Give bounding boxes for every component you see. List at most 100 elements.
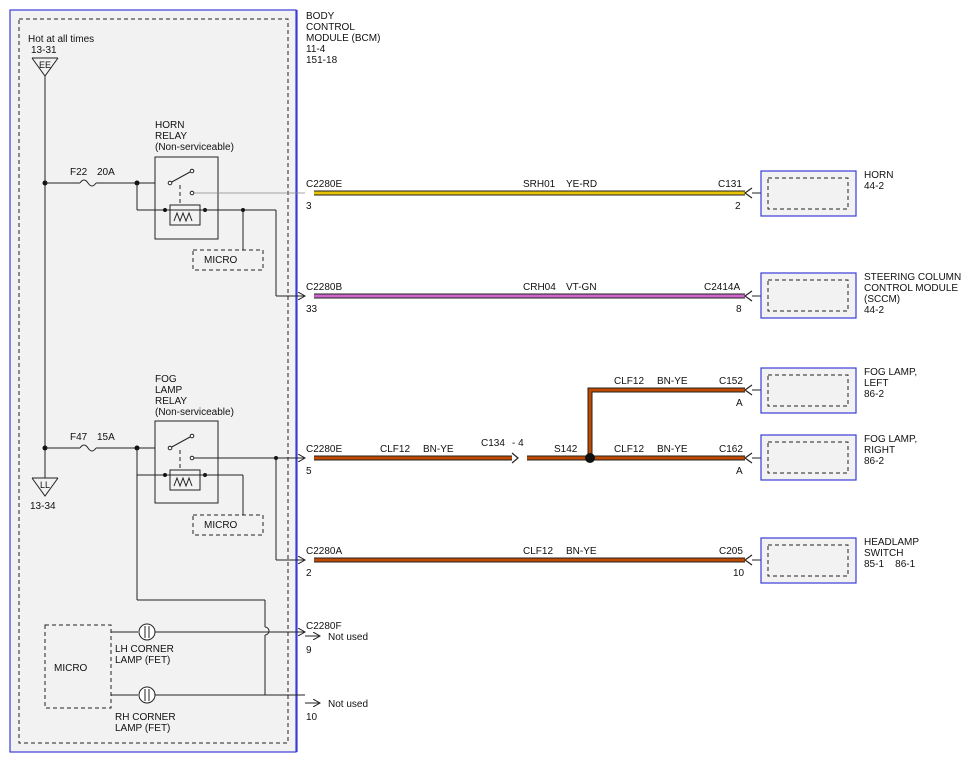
pin-label: 10 (733, 568, 745, 579)
component-label: (SCCM) (864, 294, 900, 305)
lamp-label: LAMP (FET) (115, 655, 170, 666)
component-ref: 44-2 (864, 181, 884, 192)
not-used-pins: C2280F 9 Not used Not used 10 (305, 621, 368, 723)
pin-label: 5 (306, 466, 312, 477)
component-label: FOG LAMP, (864, 367, 917, 378)
wire-sccm: C2280B 33 CRH04 VT-GN C2414A 8 (306, 282, 745, 315)
rh-corner-lamp-icon (138, 686, 156, 704)
hot-label: Hot at all times (28, 34, 94, 45)
ee-label: EE (39, 60, 51, 70)
wire-color-label: BN-YE (657, 376, 688, 387)
ll-label: LL (40, 480, 50, 490)
circuit-label: CLF12 (523, 546, 553, 557)
connector-label: C134 (481, 438, 505, 449)
component-label: HORN (864, 170, 893, 181)
pin-label: 3 (306, 201, 312, 212)
wire-color-label: BN-YE (657, 444, 688, 455)
connector-label: C131 (718, 179, 742, 190)
fuse-rating: 15A (97, 432, 115, 443)
component-label: STEERING COLUMN (864, 272, 961, 283)
connector-label: C2280E (306, 444, 342, 455)
relay-label: HORN (155, 120, 184, 131)
micro-label: MICRO (54, 663, 88, 674)
component-ref: 86-2 (864, 389, 884, 400)
connector-label: C2280E (306, 179, 342, 190)
connector-label: C2280A (306, 546, 342, 557)
micro-box (192, 514, 264, 536)
pin-label: 33 (306, 304, 318, 315)
inline-connector-icon (511, 452, 519, 464)
lamp-label: RH CORNER (115, 712, 176, 723)
micro-label: MICRO (204, 520, 238, 531)
connector-label: C2414A (704, 282, 740, 293)
coil-resistor-icon (173, 211, 193, 223)
component-fog-lamp-right: FOG LAMP, RIGHT 86-2 (743, 434, 917, 481)
circuit-label: CLF12 (380, 444, 410, 455)
component-fog-lamp-left: FOG LAMP, LEFT 86-2 (743, 367, 917, 414)
circuit-label: CRH04 (523, 282, 556, 293)
pin-label: 9 (306, 645, 312, 656)
component-label: FOG LAMP, (864, 434, 917, 445)
component-headlamp-switch: HEADLAMP SWITCH 85-1 86-1 (743, 537, 919, 584)
component-ref: 86-2 (864, 456, 884, 467)
not-used-label: Not used (328, 699, 368, 710)
pin-label: 2 (735, 201, 741, 212)
component-label: RIGHT (864, 445, 895, 456)
circuit-label: SRH01 (523, 179, 556, 190)
horn-relay: HORN RELAY (Non-serviceable) (154, 120, 234, 240)
circuit-label: CLF12 (614, 376, 644, 387)
pin-label: A (736, 398, 743, 409)
component-label: CONTROL MODULE (864, 283, 958, 294)
splice-label: S142 (554, 444, 578, 455)
relay-label: RELAY (155, 396, 187, 407)
pin-label: 2 (306, 568, 312, 579)
coil-resistor-icon (173, 476, 193, 488)
connector-label: C162 (719, 444, 743, 455)
pin-label: 10 (306, 712, 318, 723)
bcm-title-line: 11-4 (306, 44, 326, 55)
wire-color-label: VT-GN (566, 282, 597, 293)
wire-color-label: BN-YE (566, 546, 597, 557)
component-label: LEFT (864, 378, 888, 389)
circuit-label: CLF12 (614, 444, 644, 455)
component-horn: HORN 44-2 (743, 170, 893, 217)
wire-horn: C2280E 3 SRH01 YE-RD C131 2 (306, 179, 745, 212)
bcm-title: BODY CONTROL MODULE (BCM) 11-4 151-18 (306, 11, 380, 66)
wire-color-label: BN-YE (423, 444, 454, 455)
connector-label: C2280F (306, 621, 342, 632)
not-used-label: Not used (328, 632, 368, 643)
wire-fog-left: CLF12 BN-YE C152 A (587, 376, 745, 458)
wire-color-label: YE-RD (566, 179, 597, 190)
lh-corner-lamp-icon (138, 623, 156, 641)
fuse-f22-icon (79, 179, 97, 187)
pin-label: 8 (736, 304, 742, 315)
pin-label: A (736, 466, 743, 477)
component-label: SWITCH (864, 548, 903, 559)
wire-fog-main: C2280E 5 CLF12 BN-YE C134 - 4 S142 (306, 438, 745, 477)
relay-label: (Non-serviceable) (155, 407, 234, 418)
hot-ref: 13-31 (31, 45, 57, 56)
component-sccm: STEERING COLUMN CONTROL MODULE (SCCM) 44… (743, 272, 961, 319)
wire-fog-right: CLF12 BN-YE C162 A (614, 444, 743, 477)
pin-label: - 4 (512, 438, 524, 449)
connector-label: C205 (719, 546, 743, 557)
bcm-title-line: MODULE (BCM) (306, 33, 380, 44)
bcm-title-line: BODY (306, 11, 335, 22)
fuse-f47-icon (79, 444, 97, 452)
lamp-label: LAMP (FET) (115, 723, 170, 734)
relay-label: LAMP (155, 385, 183, 396)
connector-label: C2280B (306, 282, 342, 293)
ground-ll-icon: LL (31, 477, 59, 497)
ground-ref: 13-34 (30, 501, 56, 512)
lamp-label: LH CORNER (115, 644, 174, 655)
component-ref: 44-2 (864, 305, 884, 316)
fuse-rating: 20A (97, 167, 115, 178)
bcm-title-line: 151-18 (306, 55, 338, 66)
relay-label: FOG (155, 374, 177, 385)
micro-box (44, 624, 112, 709)
fuse-name: F22 (70, 167, 88, 178)
connector-label: C152 (719, 376, 743, 387)
component-label: HEADLAMP (864, 537, 919, 548)
component-ref: 85-1 86-1 (864, 559, 916, 570)
